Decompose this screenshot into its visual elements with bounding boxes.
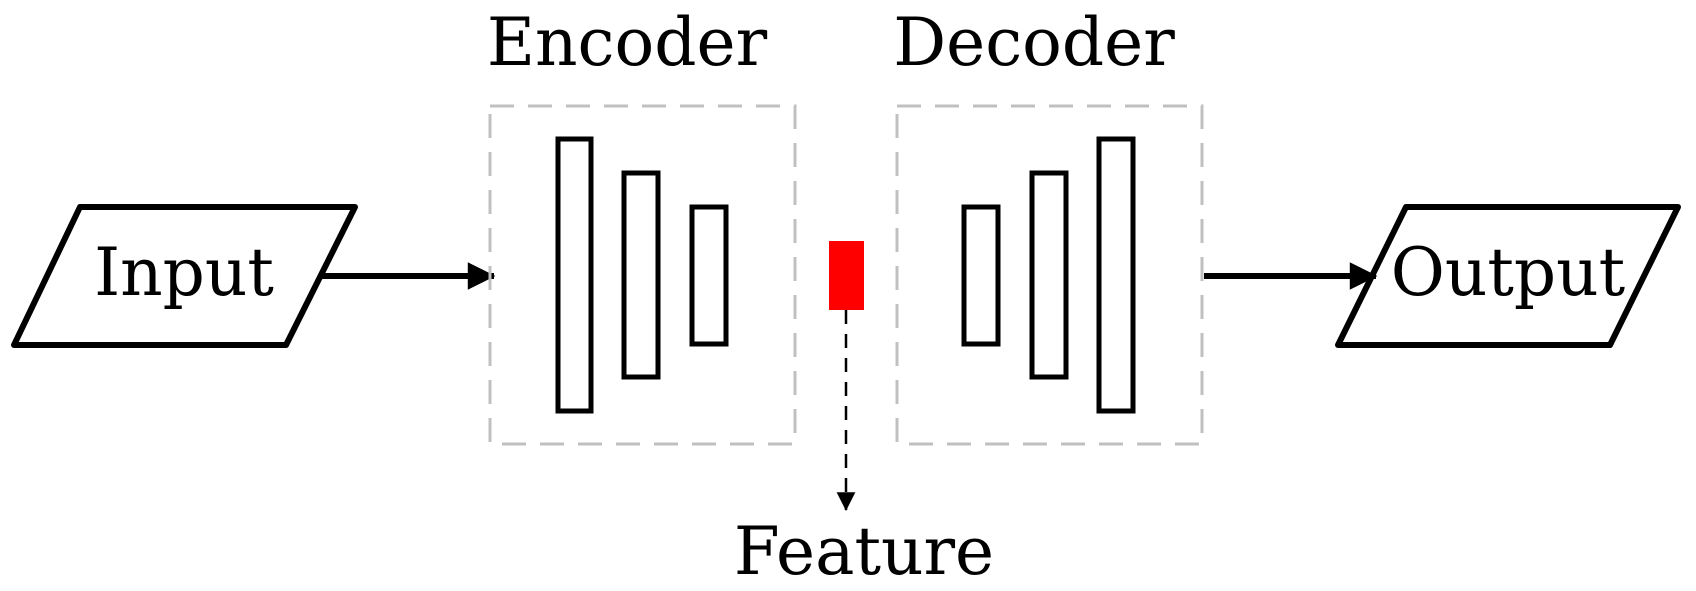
input-node [11,204,358,348]
encoder-layer-1 [555,136,594,414]
encoder-title: Encoder [487,4,768,81]
decoder-title: Decoder [893,4,1175,81]
decoder-layer-2 [1029,170,1069,380]
decoder-box [895,104,1204,446]
feature-label: Feature [734,513,994,590]
encoder-box [488,104,797,446]
decoder-layer-3 [1096,136,1136,414]
encoder-layer-3 [689,204,729,347]
encoder-layer-2 [621,170,661,380]
input-label: Input [94,234,274,311]
decoder-layer-1 [961,204,1001,347]
output-label: Output [1391,234,1625,311]
output-node [1335,204,1681,348]
feature-block [829,241,864,310]
